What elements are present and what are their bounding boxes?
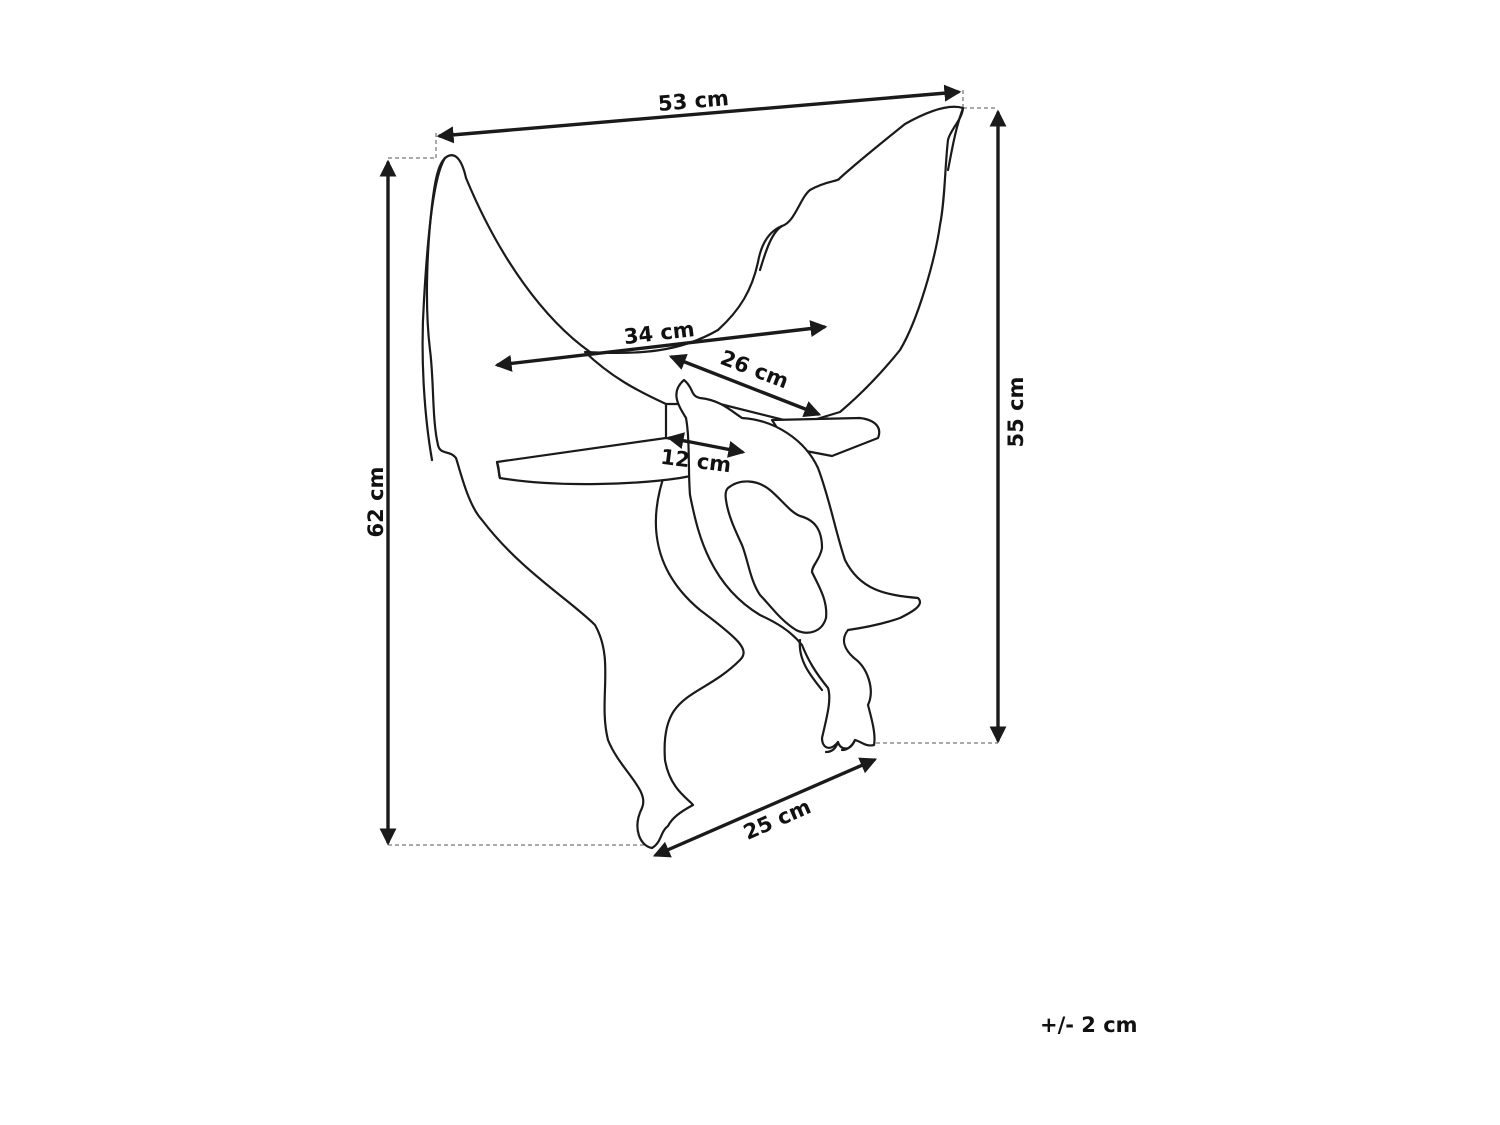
shelf-depth-12-arrow — [666, 432, 746, 458]
label-62-cm: 62 cm — [364, 467, 388, 538]
shelf-depth-26-arrow — [668, 354, 822, 417]
left-shelf-edge — [495, 460, 502, 480]
front-panel-edge — [798, 638, 857, 754]
dimension-arrows — [379, 84, 1007, 858]
width-53-arrow — [436, 84, 962, 144]
front-panel-wing-cutout — [724, 480, 828, 634]
label-55-cm: 55 cm — [1004, 377, 1028, 448]
base-depth-25-arrow — [652, 757, 878, 858]
shelf-width-34-arrow — [494, 320, 828, 372]
tolerance-note: +/- 2 cm — [1040, 1013, 1138, 1037]
rear-panel-edge — [421, 156, 447, 462]
label-53-cm: 53 cm — [657, 86, 730, 116]
